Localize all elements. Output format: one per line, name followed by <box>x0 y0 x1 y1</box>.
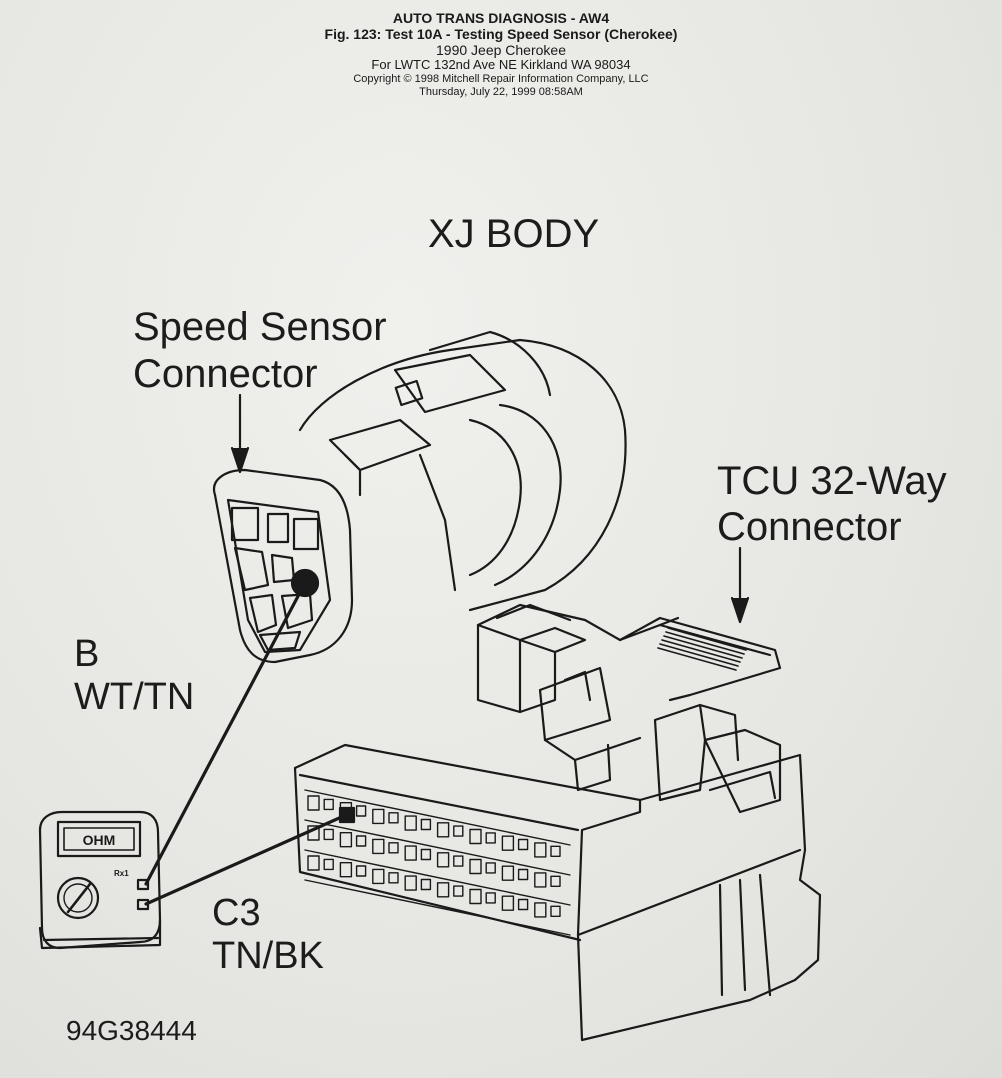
tcu-cavity <box>453 825 464 837</box>
tcu-cavity <box>355 805 367 817</box>
tcu-cavity <box>485 862 496 874</box>
speed-sensor-label-line-1: Speed Sensor <box>133 305 387 349</box>
tcu-cavity <box>420 878 432 891</box>
copyright-line: Copyright © 1998 Mitchell Repair Informa… <box>353 73 649 86</box>
tcu-cavity <box>517 838 529 851</box>
tcu-cavity <box>372 838 385 855</box>
pin-b-label: B <box>74 633 100 675</box>
ohmmeter <box>38 810 162 950</box>
figure-id: 94G38444 <box>66 1015 197 1046</box>
tcu-cavity <box>485 832 496 844</box>
tcu-cavity <box>517 898 529 911</box>
tcu-cavity <box>501 835 515 851</box>
tcu-cavity <box>307 795 320 811</box>
tcu-label-line-1: TCU 32-Way <box>717 459 947 503</box>
pin-c3-wire-color: TN/BK <box>212 935 324 977</box>
tcu-cavity <box>339 862 353 878</box>
tcu-cavity <box>453 885 464 897</box>
tcu-cavity <box>469 858 482 875</box>
tcu-cavity <box>436 882 450 898</box>
vehicle-line: 1990 Jeep Cherokee <box>436 42 566 59</box>
tcu-cavity <box>501 895 515 911</box>
tcu-cavity <box>404 815 417 831</box>
tcu-cavity <box>372 808 385 825</box>
tcu-cavity <box>323 798 334 811</box>
tcu-cavity <box>339 832 353 848</box>
tcu-cavity <box>355 835 367 847</box>
tcu-cavity <box>388 842 399 854</box>
tcu-cavity <box>550 845 561 857</box>
tcu-cavity <box>404 845 417 861</box>
tcu-cavity <box>550 905 561 917</box>
section-title: AUTO TRANS DIAGNOSIS - AW4 <box>392 10 610 26</box>
tcu-cavity <box>323 858 334 871</box>
tcu-cavity <box>501 865 515 881</box>
tcu-cavity <box>550 875 561 887</box>
tcu-cavity <box>469 888 482 905</box>
tcu-cavity <box>469 828 482 845</box>
pin-b-wire-color: WT/TN <box>74 676 195 718</box>
header-block: AUTO TRANS DIAGNOSIS - AW4 Fig. 123: Tes… <box>0 10 1002 99</box>
meter-display-text: OHM <box>83 832 116 848</box>
pin-c3-label: C3 <box>212 892 261 934</box>
tcu-cavity <box>453 855 464 867</box>
tcu-cavity <box>534 902 547 918</box>
date-line: Thursday, July 22, 1999 08:58AM <box>419 85 583 98</box>
tcu-cavity <box>355 865 367 877</box>
tcu-cavity <box>534 842 547 858</box>
figure-title: Fig. 123: Test 10A - Testing Speed Senso… <box>324 26 678 43</box>
tcu-cavity <box>420 848 432 861</box>
tcu-cavity <box>534 872 547 888</box>
tcu-label-line-2: Connector <box>717 505 902 549</box>
tcu-cavity <box>517 868 529 881</box>
tcu-cavity <box>436 822 450 838</box>
body-title: XJ BODY <box>428 212 600 256</box>
tcu-cavity <box>372 868 385 885</box>
tcu-cavity <box>388 872 399 884</box>
test-leads <box>144 581 348 906</box>
tcu-connector <box>293 546 822 1042</box>
tcu-cavity <box>307 855 320 871</box>
tcu-cavity <box>323 828 334 841</box>
speed-sensor-label-line-2: Connector <box>133 352 318 396</box>
tcu-cavity <box>420 818 432 831</box>
tcu-cavity <box>436 852 450 868</box>
tcu-cavity <box>485 892 496 904</box>
meter-range-text: Rx1 <box>114 869 129 878</box>
customer-line: For LWTC 132nd Ave NE Kirkland WA 98034 <box>371 57 631 73</box>
tcu-cavity <box>404 875 417 891</box>
tcu-cavity <box>388 812 399 824</box>
